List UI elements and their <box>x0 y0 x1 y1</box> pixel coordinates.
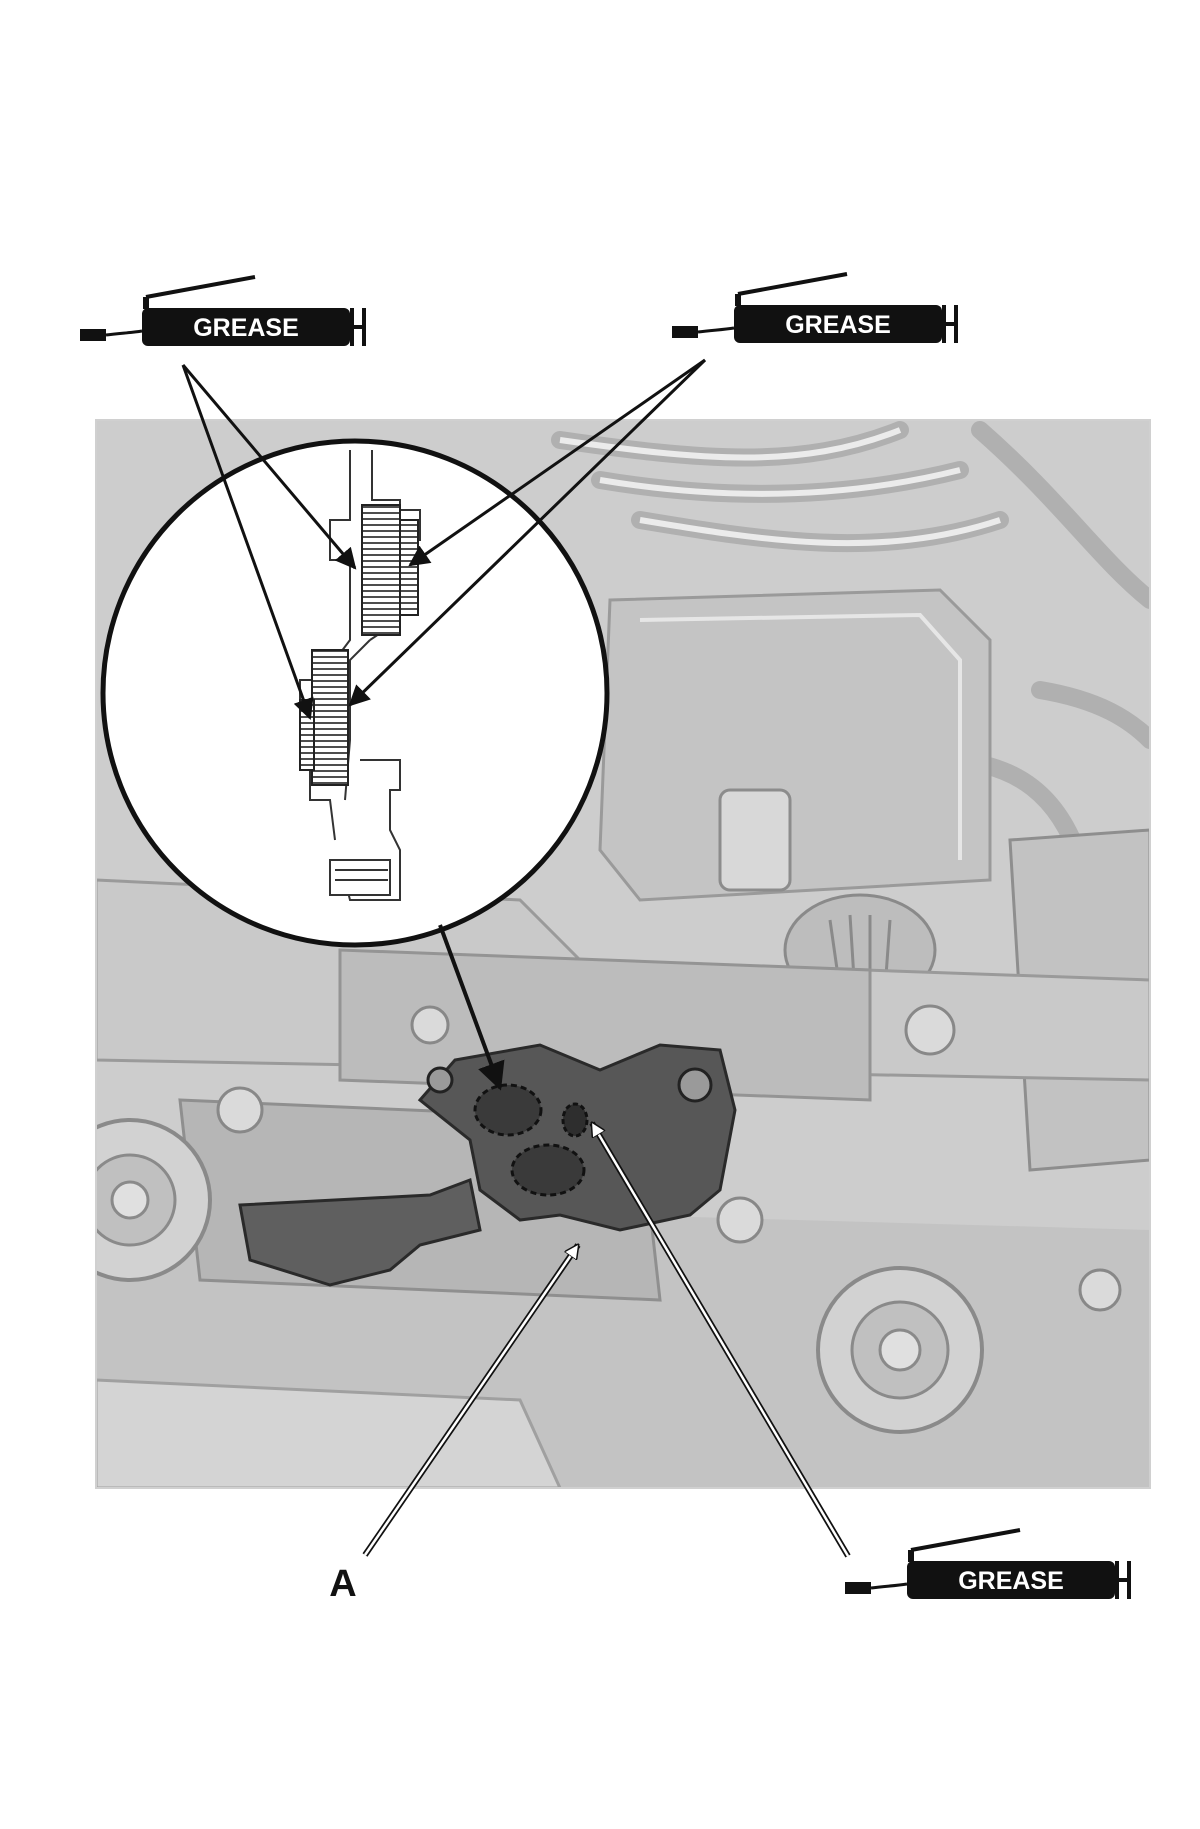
arrow-grease-tr-lower <box>348 358 707 707</box>
grease-badge-top-right: GREASE <box>672 272 958 343</box>
leader-lines <box>181 358 707 1091</box>
grease-badge-bottom-right: GREASE <box>845 1528 1131 1599</box>
grease-gun-icon <box>672 272 958 343</box>
arrow-part-a <box>363 1245 578 1556</box>
arrow-grease-br <box>592 1123 850 1557</box>
horn-right <box>816 1266 984 1434</box>
arrow-grease-tl-upper <box>181 364 357 570</box>
photo-frame <box>95 419 1151 1489</box>
arrow-detail-to-part <box>438 924 505 1091</box>
grease-badge-top-left: GREASE <box>80 275 366 346</box>
hood-latch-bracket <box>238 1043 737 1287</box>
arrow-grease-tl-lower <box>181 364 314 720</box>
engine-bay-illustration <box>96 420 1150 1488</box>
horn-left <box>96 1118 212 1282</box>
grease-label: GREASE <box>958 1567 1064 1595</box>
arrow-grease-tr-upper <box>408 358 706 567</box>
grease-gun-icon <box>845 1528 1131 1599</box>
grease-label: GREASE <box>193 314 299 342</box>
grease-label: GREASE <box>785 311 891 339</box>
grease-gun-icon <box>80 275 366 346</box>
callout-a: A <box>329 1563 356 1605</box>
photo-leaders <box>362 1123 851 1558</box>
detail-view-circle <box>100 438 610 948</box>
